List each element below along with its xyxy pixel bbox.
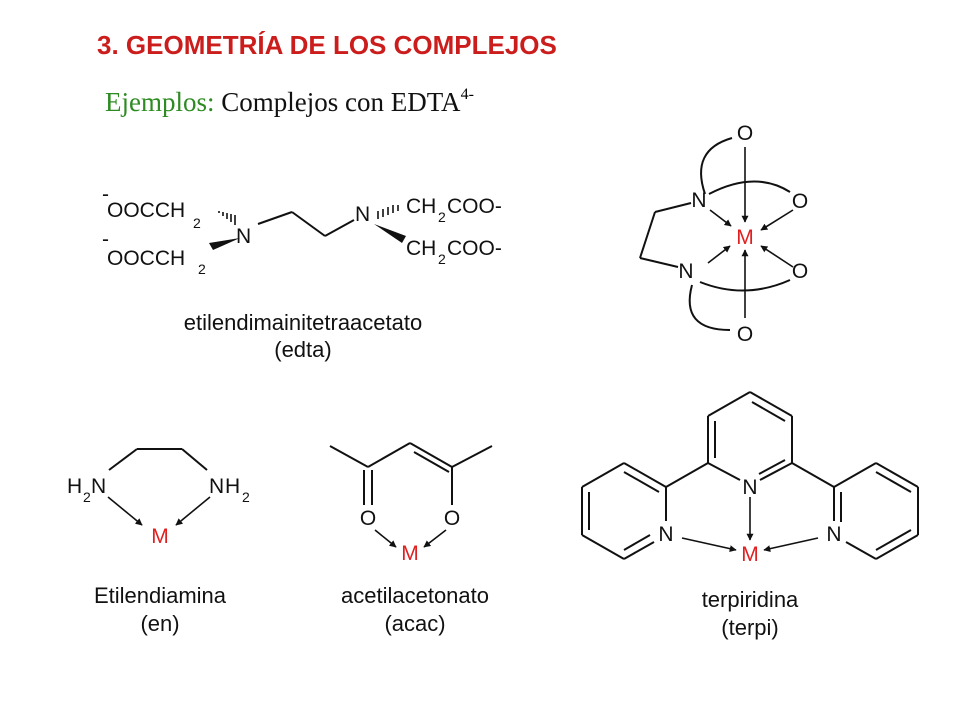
edta-n-right: N: [355, 203, 370, 226]
complex-metal: M: [736, 226, 754, 249]
complex-o-lower-right: O: [792, 260, 808, 283]
en-abbr: (en): [140, 611, 179, 636]
edta-minus-2: -: [102, 228, 109, 251]
terpi-metal: M: [741, 543, 759, 566]
edta-coo-2: COO-: [447, 237, 502, 260]
edta-ch-2: CH: [406, 237, 436, 260]
terpi-abbr: (terpi): [721, 615, 778, 640]
edta-sub-2: 2: [198, 261, 206, 277]
subtitle-text: Complejos con EDTA: [221, 87, 461, 117]
edta-carboxylate-2: OOCCH: [107, 247, 185, 270]
complex-n-lower: N: [678, 260, 693, 283]
en-metal: M: [151, 525, 169, 548]
acac-o-right: O: [444, 507, 460, 530]
edta-sub-4: 2: [438, 251, 446, 267]
en-sub-left: 2: [83, 489, 91, 505]
edta-sub-3: 2: [438, 209, 446, 225]
edta-complex-structure: O O O O N N M: [639, 122, 808, 346]
subtitle-label: Ejemplos:: [105, 87, 215, 117]
en-n-right: N: [209, 475, 224, 498]
terpi-structure: N N N M terpiridina (terpi): [581, 391, 919, 640]
edta-carboxylate-1: OOCCH: [107, 199, 185, 222]
acac-o-left: O: [360, 507, 376, 530]
edta-sub-1: 2: [193, 215, 201, 231]
en-h-left: H: [67, 475, 82, 498]
en-n-left: N: [91, 475, 106, 498]
en-sub-right: 2: [242, 489, 250, 505]
edta-abbr: (edta): [274, 337, 331, 362]
terpi-n-right: N: [826, 523, 841, 546]
acac-abbr: (acac): [384, 611, 445, 636]
complex-n-upper: N: [691, 189, 706, 212]
terpi-name: terpiridina: [702, 587, 799, 612]
subtitle-charge: 4-: [460, 86, 474, 103]
acac-structure: O O M acetilacetonato (acac): [329, 442, 493, 636]
acac-name: acetilacetonato: [341, 583, 489, 608]
complex-o-bottom: O: [737, 323, 753, 346]
edta-ch-1: CH: [406, 195, 436, 218]
edta-structure: - OOCCH 2 - OOCCH 2 N N CH 2 COO- CH 2 C…: [102, 183, 502, 362]
en-name: Etilendiamina: [94, 583, 227, 608]
en-h-right: H: [225, 475, 240, 498]
terpi-n-left: N: [658, 523, 673, 546]
acac-metal: M: [401, 542, 419, 565]
edta-name: etilendimainitetraacetato: [184, 310, 422, 335]
page-subtitle: Ejemplos: Complejos con EDTA4-: [105, 86, 474, 118]
complex-o-upper-right: O: [792, 190, 808, 213]
edta-n-left: N: [236, 225, 251, 248]
edta-minus-1: -: [102, 183, 109, 206]
complex-o-top: O: [737, 122, 753, 145]
page-title: 3. GEOMETRÍA DE LOS COMPLEJOS: [97, 30, 557, 60]
terpi-n-central: N: [742, 476, 757, 499]
edta-coo-1: COO-: [447, 195, 502, 218]
en-structure: H 2 N N H 2 M Etilendiamina (en): [67, 448, 250, 636]
